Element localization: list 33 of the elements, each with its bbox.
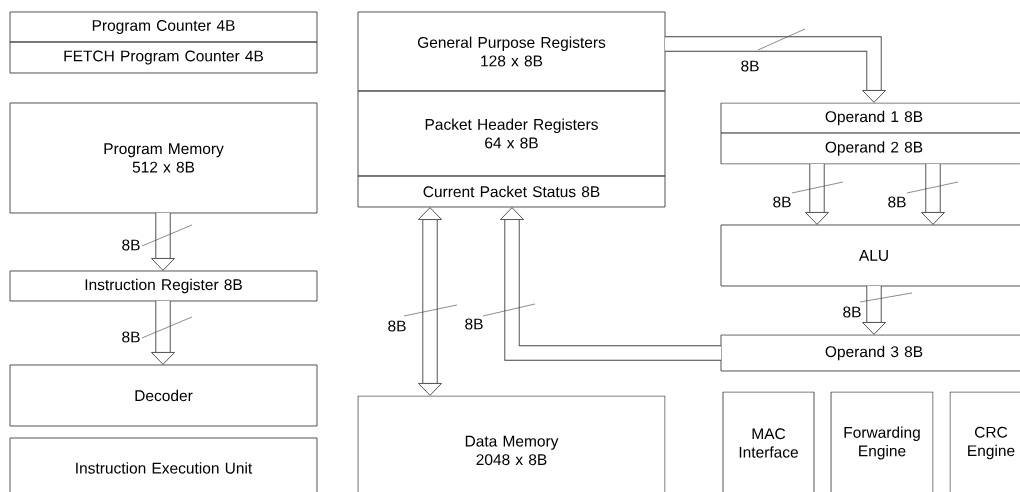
edge-label: 8B (887, 196, 907, 208)
bus-arrow (500, 207, 721, 361)
edge-label: 8B (121, 239, 141, 251)
block-box: Data Memory 2048 x 8B (357, 395, 666, 492)
block-box: Forwarding Engine (830, 391, 934, 492)
block-box: MAC Interface (722, 391, 815, 492)
bus-arrow (151, 213, 175, 271)
edge-label: 8B (772, 196, 792, 208)
block-box: Instruction Execution Unit (9, 437, 318, 492)
block-box: General Purpose Registers 128 x 8B (357, 11, 666, 92)
block-box: Current Packet Status 8B (357, 175, 666, 208)
bus-arrow (862, 286, 886, 335)
bus-arrow (418, 207, 442, 396)
block-box: Packet Header Registers 64 x 8B (357, 90, 666, 177)
edge-label: 8B (842, 306, 862, 318)
block-box: Operand 1 8B (720, 102, 1020, 134)
edge-label: 8B (740, 60, 760, 72)
block-box: Operand 2 8B (720, 132, 1020, 165)
bus-arrow (151, 301, 175, 365)
block-box: FETCH Program Counter 4B (9, 41, 318, 74)
block-box: Instruction Register 8B (9, 270, 318, 302)
edge-label: 8B (387, 320, 407, 332)
block-box: Operand 3 8B (720, 334, 1020, 372)
block-box: Decoder (9, 364, 318, 427)
block-box: CRC Engine (949, 391, 1020, 492)
block-box: Program Memory 512 x 8B (9, 102, 318, 214)
bus-arrow (805, 164, 829, 225)
edge-label: 8B (121, 331, 141, 343)
edge-label: 8B (464, 318, 484, 330)
bus-arrow (921, 164, 945, 225)
bus-arrow (665, 36, 886, 103)
block-box: ALU (720, 224, 1020, 287)
block-box: Program Counter 4B (9, 11, 318, 43)
